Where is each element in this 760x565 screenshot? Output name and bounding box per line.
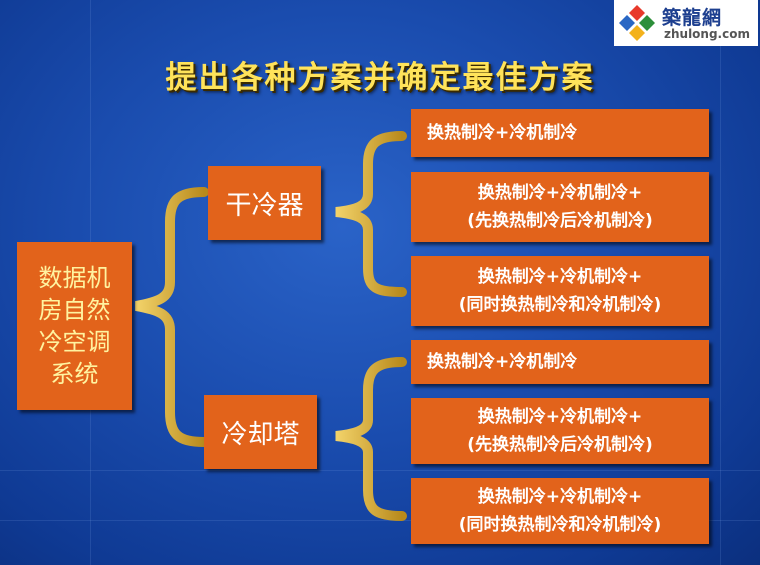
option-node: 换热制冷+冷机制冷+ (先换热制冷后冷机制冷) bbox=[411, 172, 709, 242]
logo-name-cn: 築龍網 bbox=[662, 7, 723, 29]
logo-url: zhulong.com bbox=[664, 27, 750, 41]
option-node: 换热制冷+冷机制冷 bbox=[411, 109, 709, 157]
background-grid-line bbox=[720, 0, 721, 565]
branch-node-drycooler: 干冷器 bbox=[208, 166, 321, 240]
branch-node-coolingtower: 冷却塔 bbox=[204, 395, 317, 469]
branch-brace-drycooler bbox=[335, 131, 407, 297]
page-title: 提出各种方案并确定最佳方案 bbox=[165, 60, 595, 96]
option-node: 换热制冷+冷机制冷 bbox=[411, 340, 709, 384]
option-node: 换热制冷+冷机制冷+ (先换热制冷后冷机制冷) bbox=[411, 398, 709, 464]
option-node: 换热制冷+冷机制冷+ (同时换热制冷和冷机制冷) bbox=[411, 478, 709, 544]
option-node: 换热制冷+冷机制冷+ (同时换热制冷和冷机制冷) bbox=[411, 256, 709, 326]
root-brace bbox=[135, 187, 209, 447]
background-grid-line bbox=[0, 520, 760, 521]
branch-brace-coolingtower bbox=[335, 357, 407, 521]
root-node: 数据机 房自然 冷空调 系统 bbox=[17, 242, 132, 410]
logo-mark-icon bbox=[619, 5, 655, 41]
zhulong-logo: 築龍網 zhulong.com bbox=[614, 0, 758, 46]
background-grid-line bbox=[0, 470, 760, 471]
